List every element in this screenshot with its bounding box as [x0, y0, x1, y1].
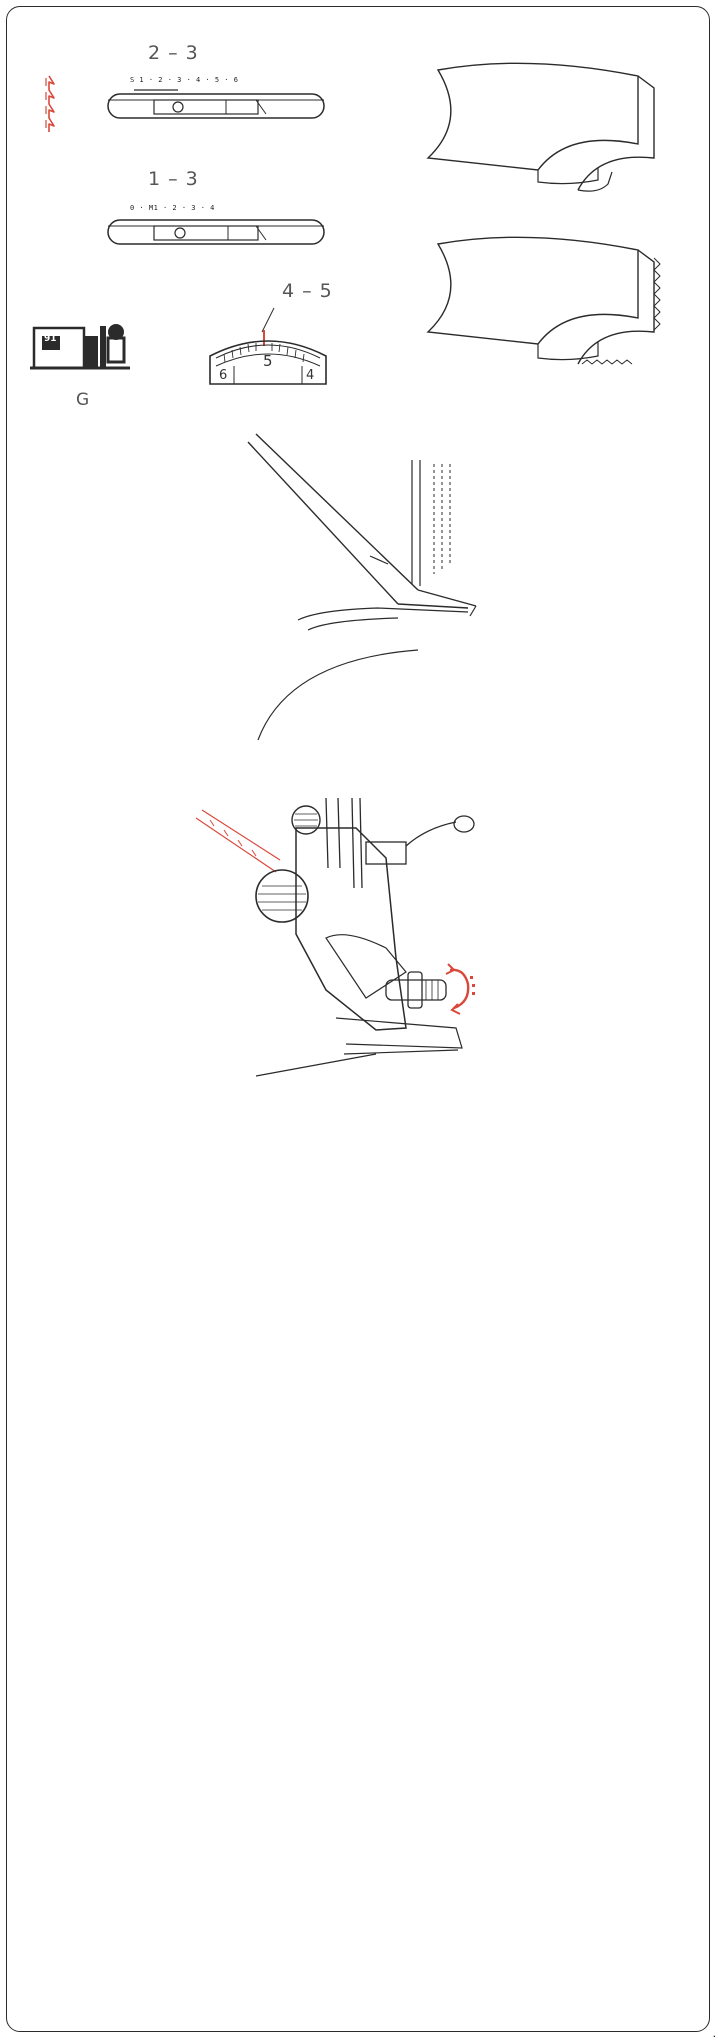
stitch-length-slider — [107, 89, 325, 119]
needle-position-illustration — [247, 433, 477, 741]
foot-label: G — [76, 390, 90, 410]
thread-tension-range: 4 – 5 — [282, 280, 333, 302]
presser-foot-adjust-illustration — [195, 797, 475, 1077]
hemmed-fabric-illustration — [426, 236, 661, 365]
stitch-width-range: 1 – 3 — [148, 168, 199, 190]
page-frame — [6, 6, 710, 2032]
dial-label-right: 4 — [306, 368, 315, 383]
stitch-width-scale: 0 · M1 · 2 · 3 · 4 — [130, 204, 215, 212]
foot-number: 91 — [44, 334, 57, 344]
blind-hem-foot-icon — [30, 324, 130, 370]
blind-hem-stitch-icon — [45, 75, 55, 132]
stitch-width-slider — [107, 219, 325, 245]
dial-label-center: 5 — [263, 352, 273, 370]
stitch-length-range: 2 – 3 — [148, 42, 199, 64]
footer-mark: . — [712, 2026, 716, 2040]
dial-label-left: 6 — [219, 368, 228, 383]
folded-fabric-illustration — [426, 62, 655, 192]
tension-dial — [209, 307, 327, 385]
stitch-length-scale: S 1 · 2 · 3 · 4 · 5 · 6 — [130, 76, 239, 84]
